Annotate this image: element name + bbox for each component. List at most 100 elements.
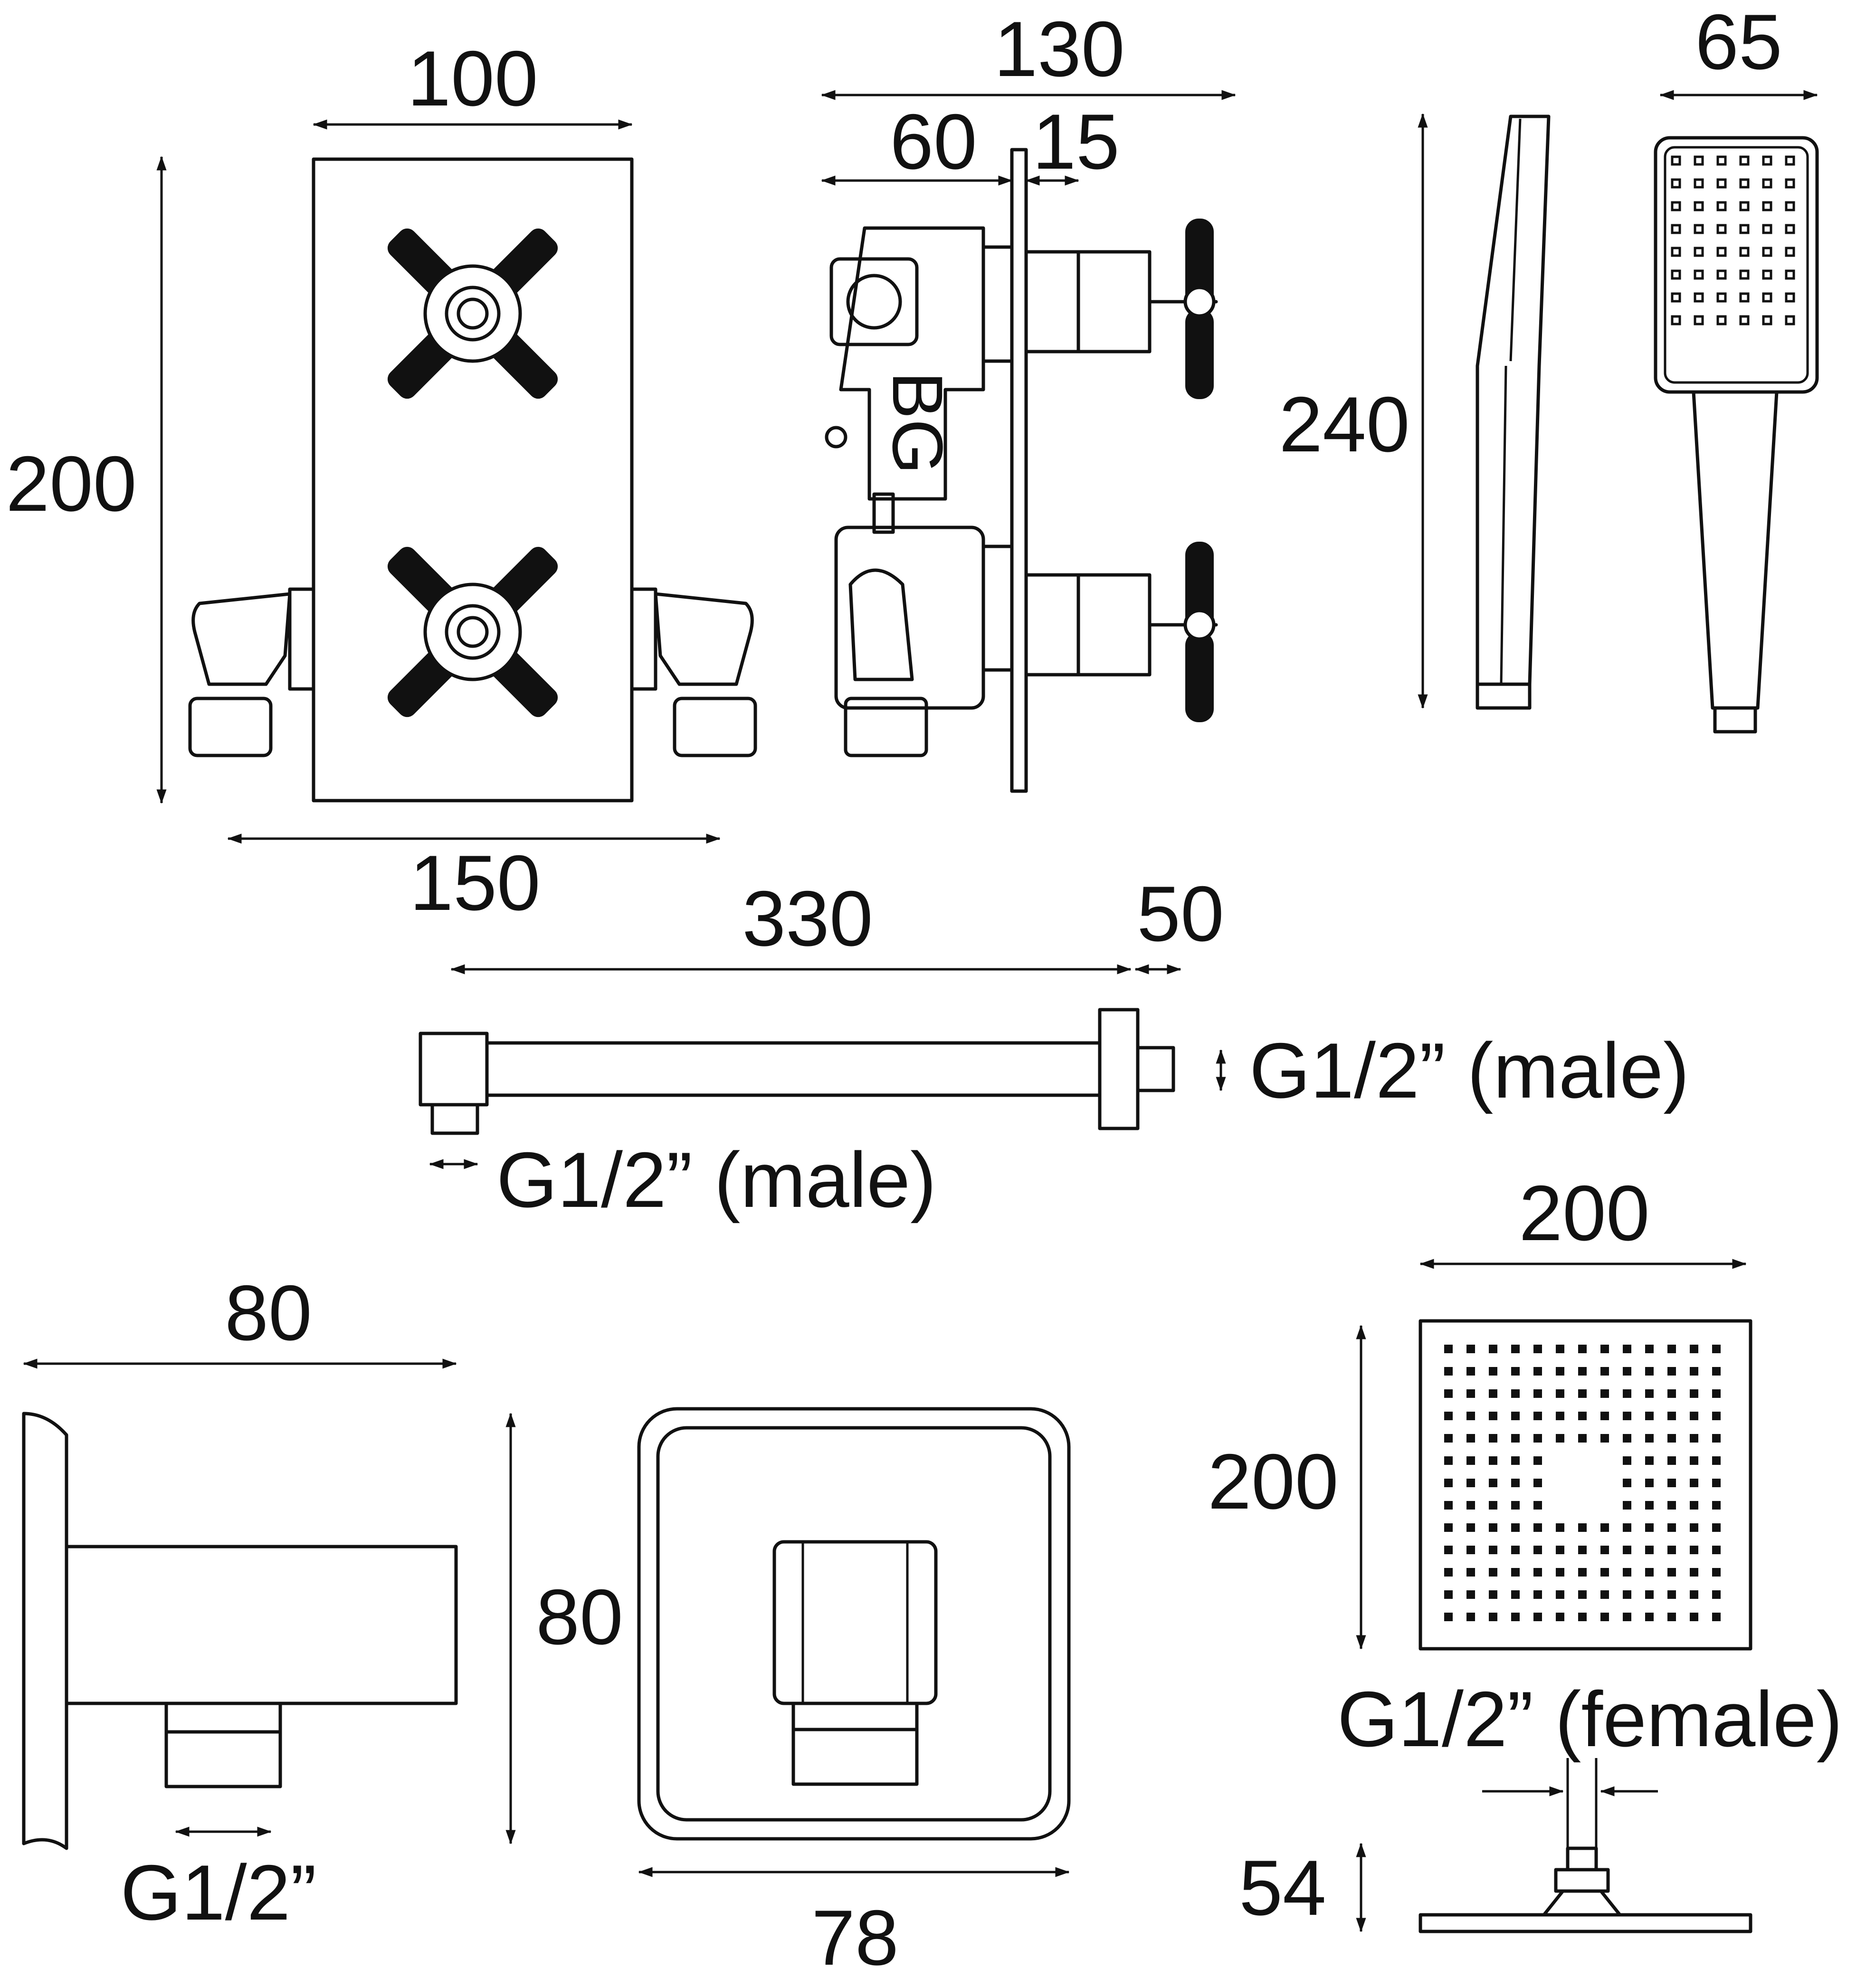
nozzle <box>1556 1367 1564 1376</box>
valve-overall-width-label: 150 <box>409 839 540 927</box>
nozzle <box>1739 155 1750 166</box>
nozzle <box>1623 1456 1631 1465</box>
nozzle <box>1690 1345 1698 1353</box>
nozzle <box>1712 1590 1721 1599</box>
valve-height-label: 200 <box>6 440 136 527</box>
shower-head-drawings: 200 200 G1/2” (female) 54 <box>1208 1169 1843 1933</box>
nozzle <box>1623 1568 1631 1577</box>
outlet-projection-label: 80 <box>225 1269 312 1357</box>
handset-side-profile <box>1476 115 1551 710</box>
nozzle <box>1623 1345 1631 1353</box>
nozzle <box>1556 1523 1564 1532</box>
nozzle <box>1645 1367 1654 1376</box>
head-thread-label: G1/2” (female) <box>1337 1675 1843 1763</box>
nozzle <box>1466 1412 1475 1420</box>
nozzle <box>1578 1345 1587 1353</box>
nozzle <box>1785 224 1795 234</box>
nozzle <box>1623 1613 1631 1621</box>
nozzle <box>1785 315 1795 325</box>
nozzle <box>1690 1590 1698 1599</box>
nozzle <box>1600 1412 1609 1420</box>
arm-flange-label: 50 <box>1137 870 1224 957</box>
nozzle <box>1739 224 1750 234</box>
nozzle <box>1667 1590 1676 1599</box>
nozzle <box>1671 269 1681 280</box>
nozzle <box>1739 315 1750 325</box>
nozzle <box>1578 1613 1587 1621</box>
nozzle <box>1712 1389 1721 1398</box>
handset-drawings: 240 65 <box>1279 0 1819 734</box>
nozzle <box>1511 1501 1520 1510</box>
nozzle <box>1489 1546 1497 1554</box>
left-connector <box>188 587 315 757</box>
nozzle <box>1623 1434 1631 1443</box>
nozzle <box>1671 247 1681 257</box>
nozzle <box>1511 1434 1520 1443</box>
side-depth-body-label: 60 <box>890 98 977 185</box>
nozzle <box>1712 1345 1721 1353</box>
nozzle <box>1716 201 1727 211</box>
valve-width-label: 100 <box>407 35 538 122</box>
arm-head-thread <box>430 1103 479 1135</box>
nozzle <box>1511 1523 1520 1532</box>
nozzle <box>1716 247 1727 257</box>
nozzle <box>1762 292 1772 303</box>
nozzle <box>1785 269 1795 280</box>
nozzle <box>1489 1389 1497 1398</box>
side-lower-handle <box>1024 542 1218 722</box>
nozzle <box>1489 1523 1497 1532</box>
nozzle <box>1645 1456 1654 1465</box>
nozzle <box>1690 1568 1698 1577</box>
arm-wall-thread <box>1136 1046 1175 1092</box>
nozzle <box>1444 1523 1453 1532</box>
valve-faceplate <box>312 157 634 803</box>
nozzle <box>1578 1590 1587 1599</box>
handset-nozzle-grid <box>1671 155 1795 325</box>
nozzle <box>1511 1613 1520 1621</box>
nozzle <box>1739 269 1750 280</box>
nozzle <box>1667 1501 1676 1510</box>
nozzle <box>1533 1434 1542 1443</box>
nozzle <box>1556 1412 1564 1420</box>
nozzle <box>1511 1367 1520 1376</box>
nozzle <box>1762 247 1772 257</box>
nozzle <box>1762 315 1772 325</box>
nozzle <box>1645 1590 1654 1599</box>
nozzle <box>1690 1523 1698 1532</box>
head-height-label: 54 <box>1239 1844 1326 1931</box>
nozzle <box>1489 1456 1497 1465</box>
nozzle <box>1533 1568 1542 1577</box>
nozzle <box>1444 1501 1453 1510</box>
arm-wall-thread-label: G1/2” (male) <box>1249 1027 1689 1114</box>
nozzle <box>1690 1456 1698 1465</box>
nozzle <box>1533 1501 1542 1510</box>
nozzle <box>1645 1412 1654 1420</box>
nozzle <box>1466 1568 1475 1577</box>
nozzle <box>1690 1546 1698 1554</box>
nozzle <box>1489 1345 1497 1353</box>
shower-arm-drawing: 330 50 G1/2” (male) G1/2” (male) <box>419 870 1689 1223</box>
nozzle <box>1694 315 1704 325</box>
nozzle <box>1667 1568 1676 1577</box>
nozzle <box>1716 315 1727 325</box>
nozzle <box>1623 1412 1631 1420</box>
nozzle <box>1511 1412 1520 1420</box>
nozzle <box>1466 1434 1475 1443</box>
nozzle <box>1716 178 1727 189</box>
valve-body: BG <box>825 226 1014 757</box>
nozzle <box>1444 1345 1453 1353</box>
nozzle <box>1466 1613 1475 1621</box>
nozzle <box>1667 1412 1676 1420</box>
nozzle <box>1578 1568 1587 1577</box>
nozzle <box>1623 1546 1631 1554</box>
nozzle <box>1556 1434 1564 1443</box>
nozzle <box>1712 1412 1721 1420</box>
nozzle <box>1578 1367 1587 1376</box>
nozzle <box>1667 1523 1676 1532</box>
nozzle <box>1466 1590 1475 1599</box>
nozzle <box>1671 178 1681 189</box>
handset-length-label: 240 <box>1279 381 1409 468</box>
nozzle <box>1762 178 1772 189</box>
nozzle <box>1600 1434 1609 1443</box>
nozzle <box>1667 1434 1676 1443</box>
